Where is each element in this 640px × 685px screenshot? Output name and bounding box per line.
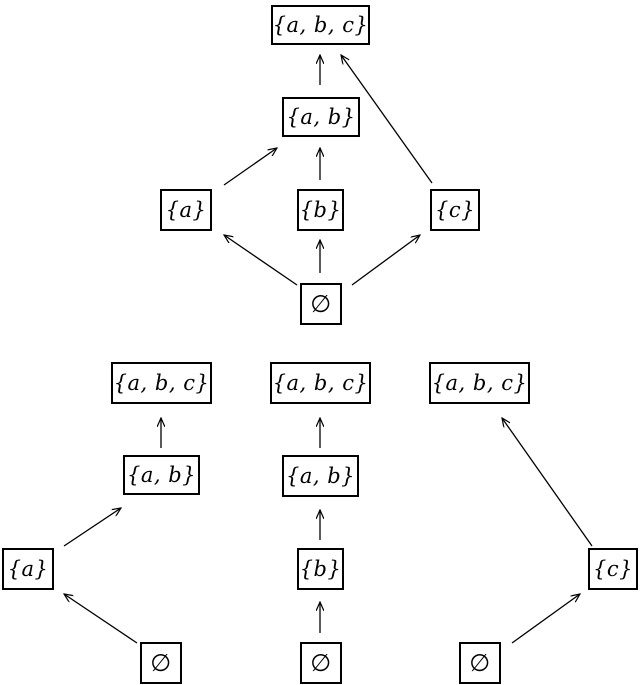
node-label: {a, b}: [286, 105, 356, 129]
node-empty-top: ∅: [300, 283, 342, 325]
node-c-br: {c}: [588, 548, 638, 590]
arrow-bl-empty-to-a: [64, 594, 138, 644]
arrow-empty-to-c: [351, 235, 420, 286]
node-label: {a, b, c}: [272, 13, 369, 37]
node-c-top: {c}: [430, 189, 480, 231]
arrow-br-c-to-abc: [502, 418, 593, 547]
node-label: ∅: [310, 649, 332, 677]
node-empty-bl: ∅: [140, 642, 182, 684]
node-empty-br: ∅: [459, 642, 501, 684]
arrow-br-empty-to-c: [511, 594, 580, 644]
node-label: {b}: [299, 557, 342, 581]
node-empty-bm: ∅: [300, 642, 342, 684]
node-label: {a}: [165, 198, 207, 222]
arrow-bl-a-to-ab: [63, 508, 121, 547]
node-label: {b}: [299, 198, 342, 222]
node-b-bm: {b}: [297, 548, 344, 590]
node-label: {c}: [593, 557, 633, 581]
node-b-top: {b}: [297, 189, 344, 231]
node-a-top: {a}: [160, 189, 212, 231]
arrow-a-to-ab: [223, 148, 277, 186]
node-ab-bl: {a, b}: [123, 455, 200, 495]
node-abc-top: {a, b, c}: [271, 5, 370, 45]
node-abc-bl: {a, b, c}: [111, 362, 212, 404]
node-label: {a, b, c}: [272, 371, 369, 395]
node-a-bl: {a}: [2, 548, 54, 590]
node-label: {a, b, c}: [431, 371, 528, 395]
node-label: ∅: [310, 290, 332, 318]
node-abc-bm: {a, b, c}: [270, 362, 371, 404]
node-label: ∅: [469, 649, 491, 677]
node-label: {a}: [7, 557, 49, 581]
node-label: {a, b, c}: [113, 371, 210, 395]
node-abc-br: {a, b, c}: [429, 362, 530, 404]
node-ab-top: {a, b}: [282, 97, 360, 137]
arrow-empty-to-a: [224, 235, 298, 286]
node-label: ∅: [150, 649, 172, 677]
node-ab-bm: {a, b}: [282, 455, 359, 497]
node-label: {c}: [435, 198, 475, 222]
node-label: {a, b}: [126, 463, 197, 487]
arrow-c-to-abc: [341, 55, 433, 184]
node-label: {a, b}: [285, 464, 356, 488]
